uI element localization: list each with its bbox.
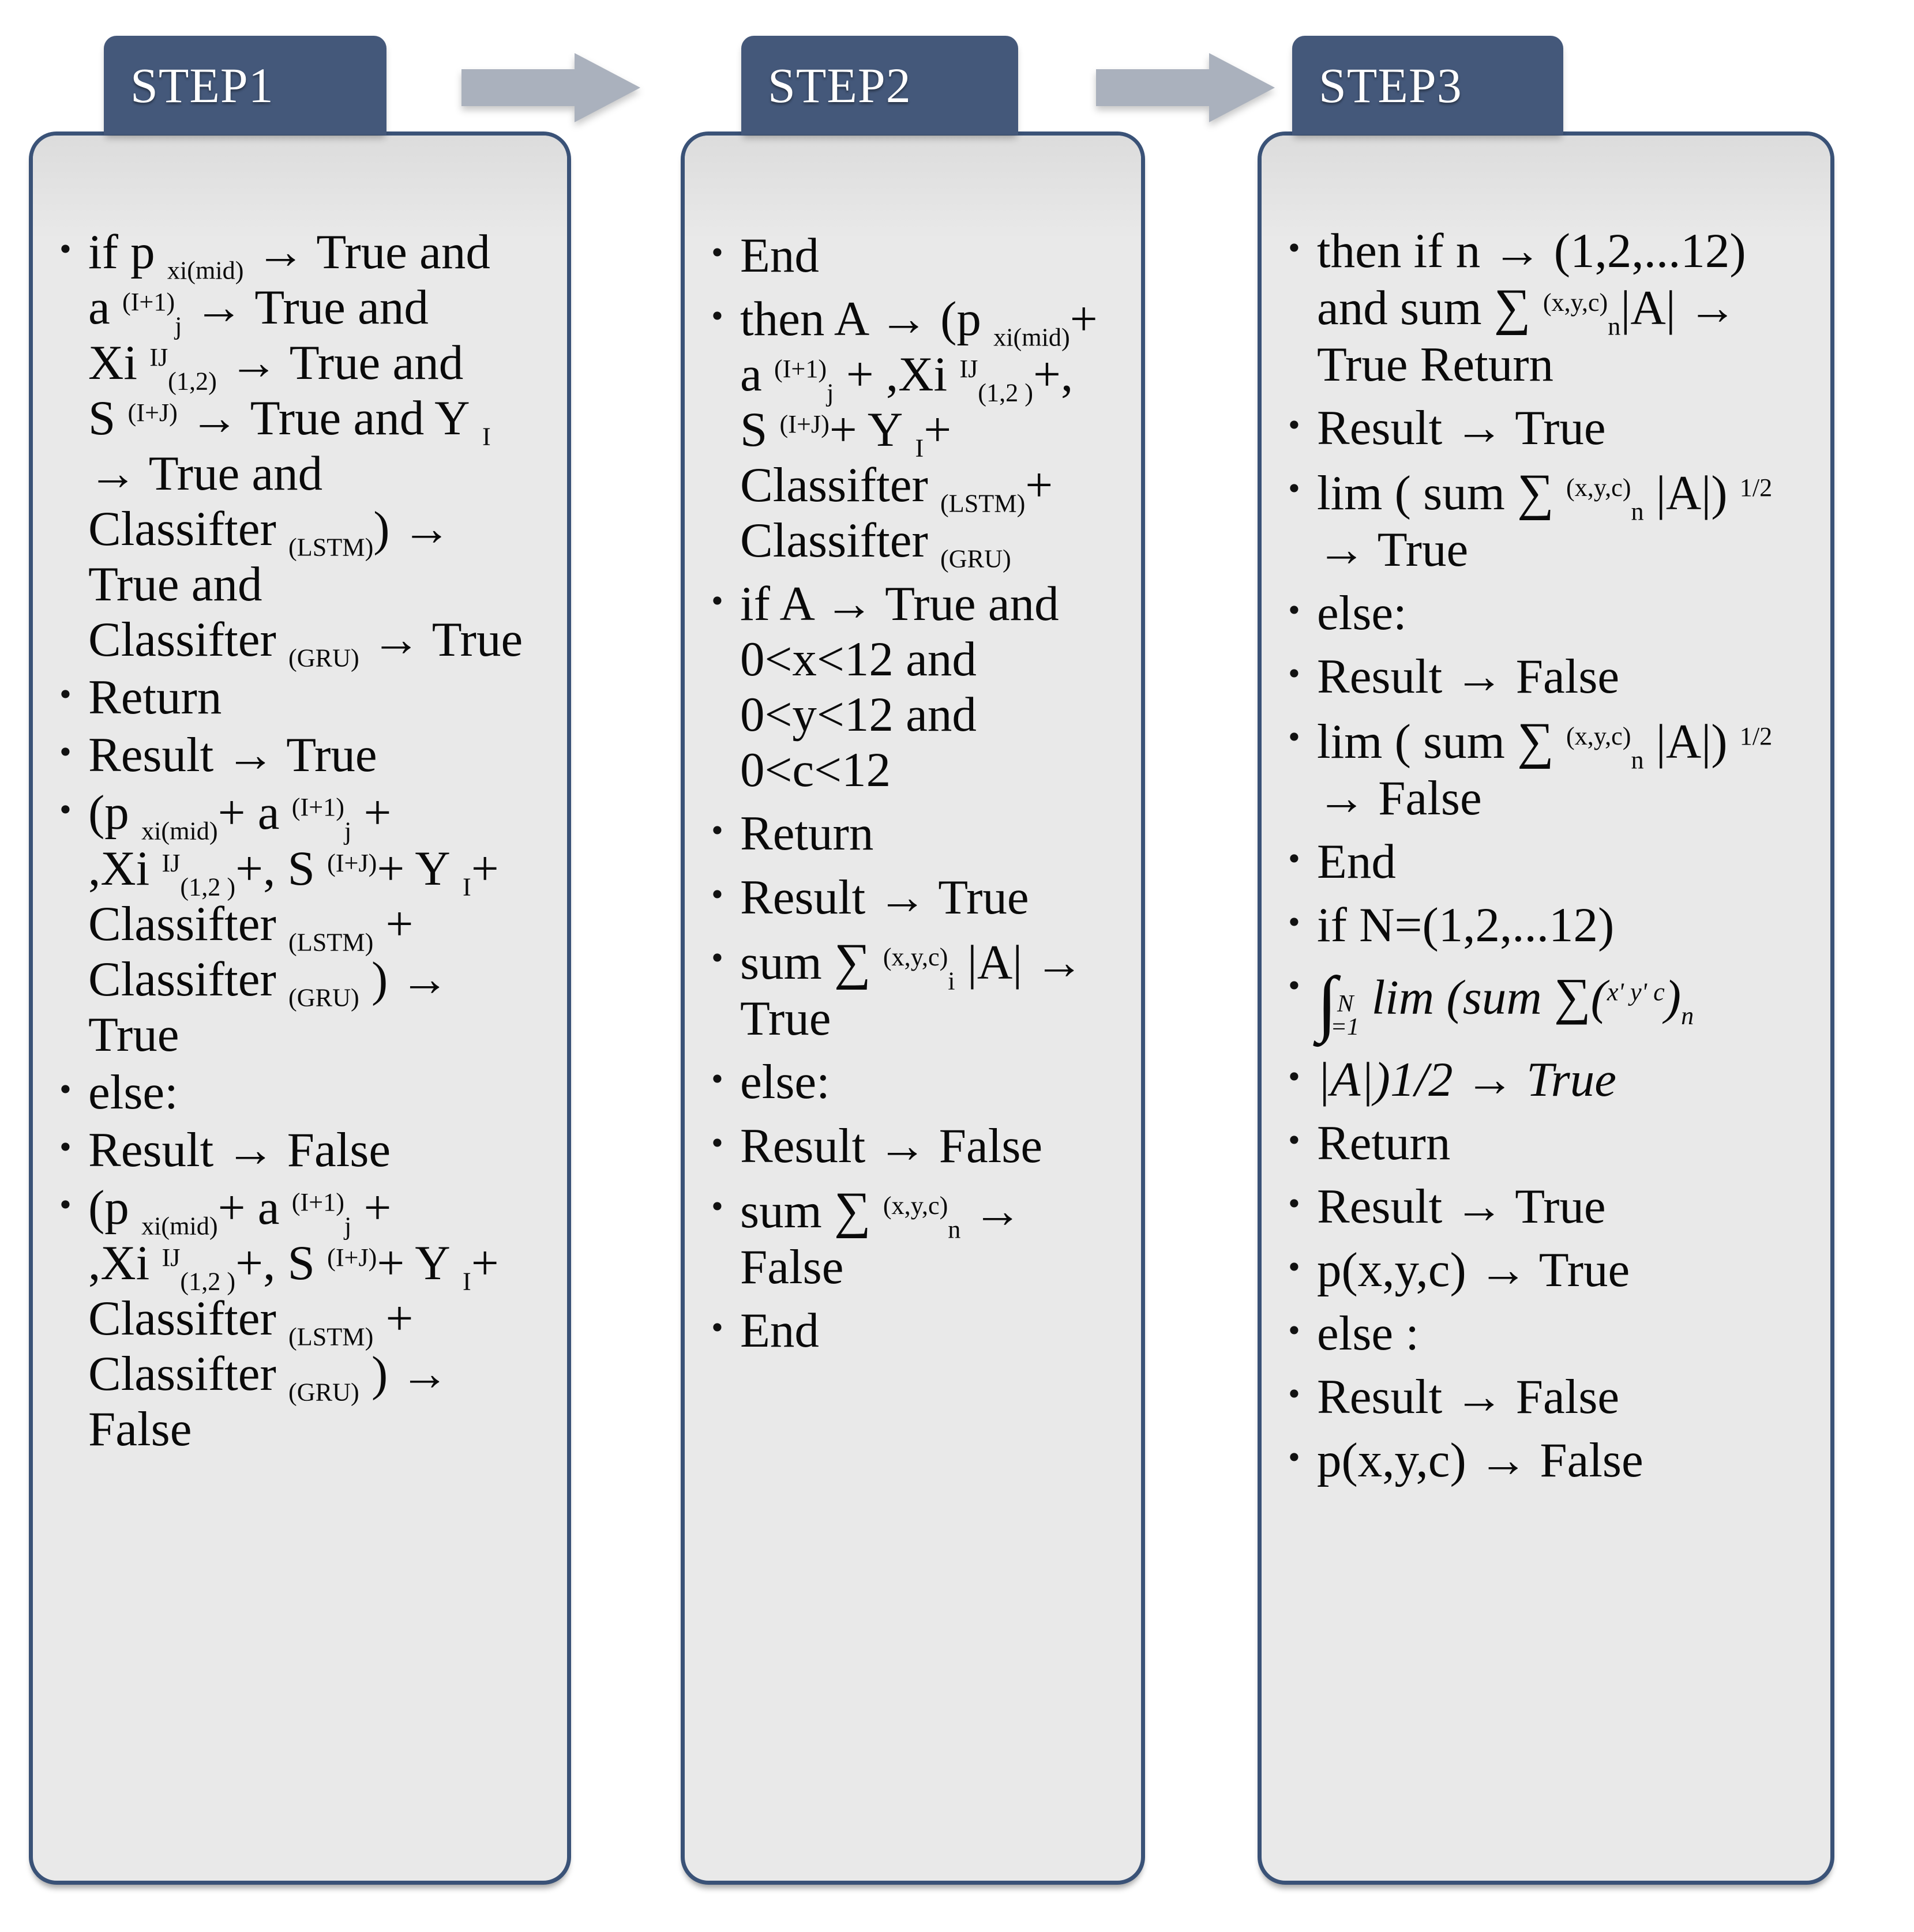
list-item: Result → True [1262, 1178, 1825, 1234]
list-item: then A → (p xi(mid)+ a (I+1)j + ,Xi IJ(1… [685, 290, 1129, 572]
arrow-step1-to-step2-icon [461, 53, 640, 122]
list-item: else : [1262, 1305, 1825, 1361]
list-item: Result → True [33, 726, 543, 783]
list-item: ∫Ni=1 lim (sum ∑(x' y' c)n [1262, 960, 1825, 1044]
list-item: Return [685, 805, 1129, 861]
list-item: if N=(1,2,...12) [1262, 896, 1825, 953]
list-item: Result → False [1262, 1368, 1825, 1424]
step1-item-list: if p xi(mid) → True and a (I+1)j → True … [33, 136, 567, 1459]
list-item: Return [33, 668, 543, 725]
list-item: Result → True [685, 869, 1129, 925]
list-item: p(x,y,c) → True [1262, 1241, 1825, 1298]
list-item: p(x,y,c) → False [1262, 1431, 1825, 1488]
step2-tab[interactable]: STEP2 [741, 36, 1018, 135]
list-item: sum ∑ (x,y,c)i |A| → True [685, 932, 1129, 1047]
list-item: Result → False [685, 1117, 1129, 1174]
list-item: if A → True and 0<x<12 and 0<y<12 and 0<… [685, 575, 1129, 798]
list-item: sum ∑ (x,y,c)n → False [685, 1181, 1129, 1295]
list-item: lim ( sum ∑ (x,y,c)n |A|) 1/2 → False [1262, 711, 1825, 826]
step3-tab[interactable]: STEP3 [1292, 36, 1563, 135]
list-item: End [1262, 833, 1825, 889]
step3-item-list: then if n → (1,2,...12) and sum ∑ (x,y,c… [1262, 136, 1830, 1496]
list-item: else: [1262, 584, 1825, 641]
list-item: Result → True [1262, 399, 1825, 456]
step1-tab[interactable]: STEP1 [104, 36, 386, 135]
list-item: Result → False [1262, 648, 1825, 704]
step2-item-list: End then A → (p xi(mid)+ a (I+1)j + ,Xi … [685, 136, 1141, 1366]
list-item: if p xi(mid) → True and a (I+1)j → True … [33, 223, 543, 671]
list-item: else: [685, 1053, 1129, 1110]
step1-panel: if p xi(mid) → True and a (I+1)j → True … [29, 131, 571, 1885]
list-item: (p xi(mid)+ a (I+1)j + ,Xi IJ(1,2 )+, S … [33, 1179, 543, 1457]
list-item: lim ( sum ∑ (x,y,c)n |A|) 1/2 → True [1262, 463, 1825, 577]
list-item: else: [33, 1063, 543, 1120]
step2-panel: End then A → (p xi(mid)+ a (I+1)j + ,Xi … [681, 131, 1145, 1885]
list-item: then if n → (1,2,...12) and sum ∑ (x,y,c… [1262, 222, 1825, 392]
list-item: Return [1262, 1114, 1825, 1171]
list-item: End [685, 227, 1129, 283]
list-item: Result → False [33, 1121, 543, 1178]
list-item: (p xi(mid)+ a (I+1)j + ,Xi IJ(1,2 )+, S … [33, 784, 543, 1062]
list-item: |A|)1/2 → True [1262, 1051, 1825, 1107]
list-item: End [685, 1302, 1129, 1358]
step3-panel: then if n → (1,2,...12) and sum ∑ (x,y,c… [1258, 131, 1834, 1885]
arrow-step2-to-step3-icon [1096, 53, 1275, 122]
